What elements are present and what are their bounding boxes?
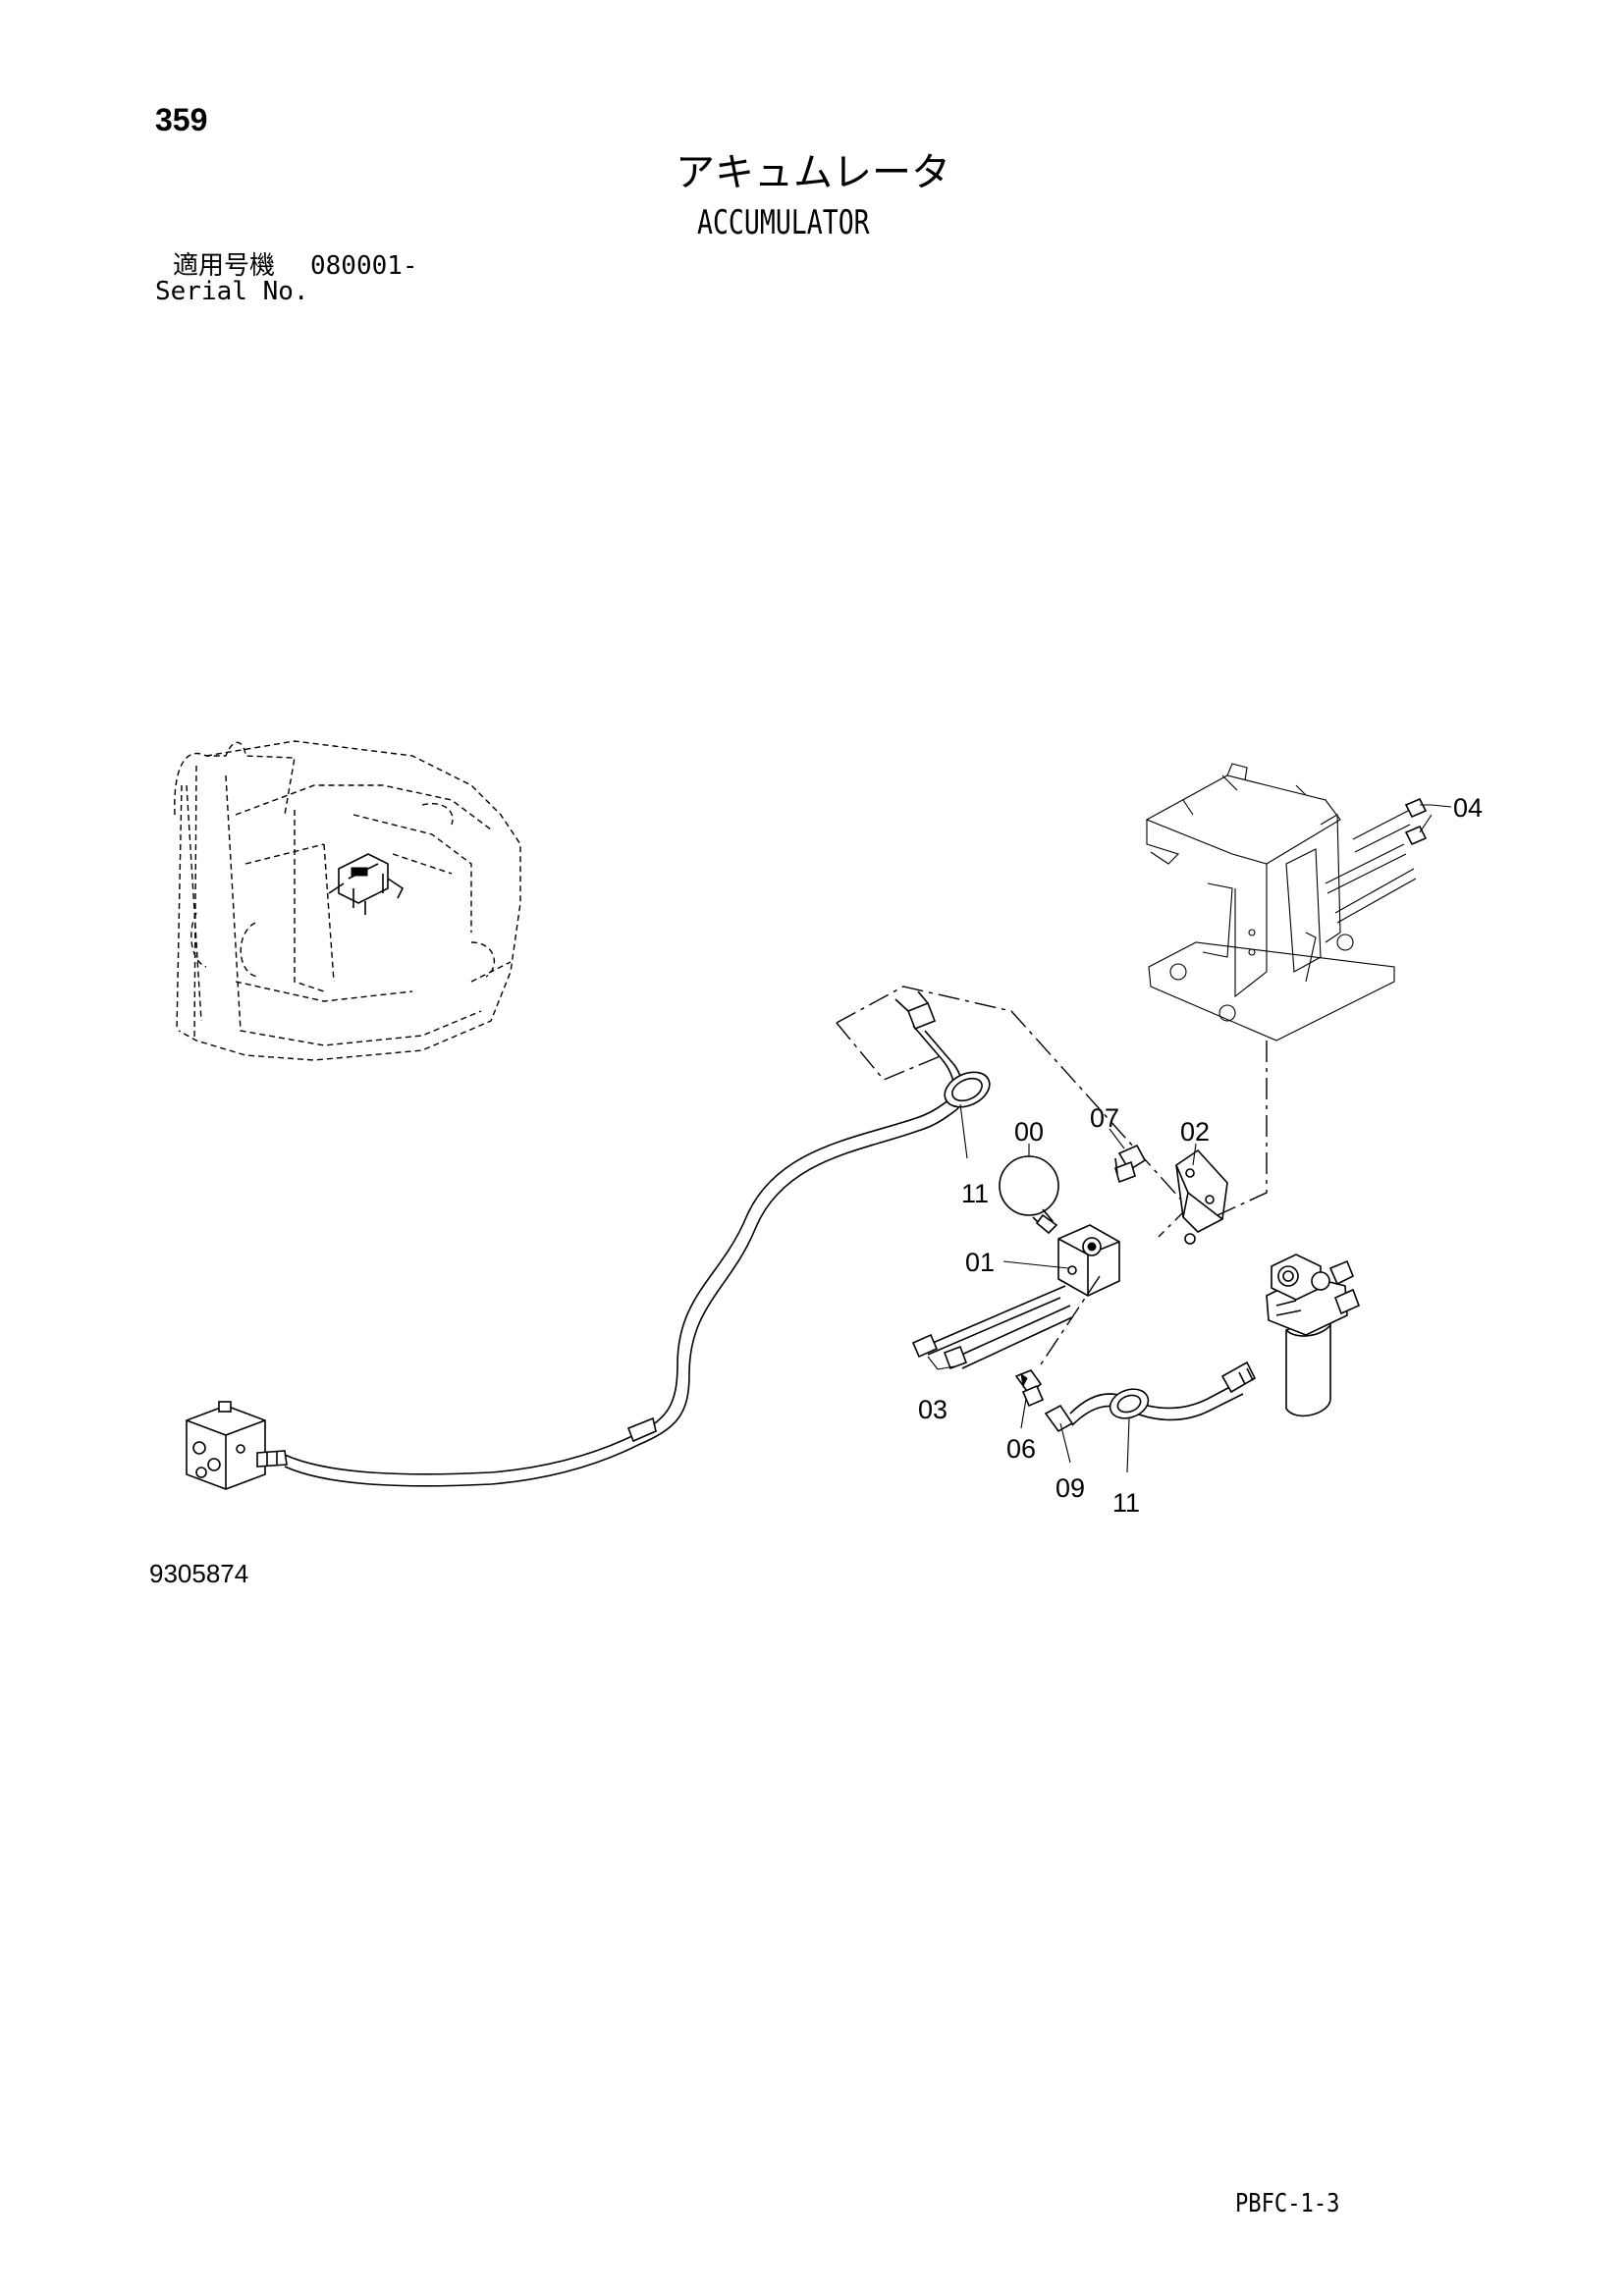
drawing-number: 9305874 [149,1559,249,1588]
serial-label-japanese: 適用号機 [173,251,276,281]
reference-phantom-line [836,986,1189,1238]
reference-chain-line [1217,1041,1268,1216]
mounting-bolts [911,1285,1073,1370]
serial-number-value: 080001- [310,251,418,281]
callout-04: 04 [1453,793,1483,823]
callout-07: 07 [1090,1103,1119,1133]
pilot-valve-block [186,1401,288,1490]
mounting-bracket-assembly [1145,763,1428,1041]
callout-03: 03 [918,1395,947,1424]
callout-06: 06 [1006,1434,1036,1464]
page-code: PBFC-1-3 [1235,2189,1340,2218]
callout-leader-lines [927,804,1452,1473]
callout-02: 02 [1180,1117,1210,1147]
hose-clamp-lower [1109,1388,1150,1419]
callout-11-lower: 11 [1112,1488,1140,1518]
mounting-block [1057,1224,1120,1297]
page-title-english: ACCUMULATOR [697,203,870,242]
elbow-fitting [1114,1144,1147,1184]
serial-label-english: Serial No. [155,277,309,306]
callout-01: 01 [965,1248,995,1277]
callout-00: 00 [1014,1117,1044,1147]
callout-11-upper: 11 [961,1179,989,1208]
pressure-hose [1044,1361,1257,1433]
hose-clamp-upper [944,1071,991,1108]
page-title-japanese: アキュムレータ [676,150,950,195]
callout-09: 09 [1056,1473,1085,1503]
accumulator-sphere [999,1155,1059,1235]
pilot-hose [284,990,964,1487]
elbow-fitting-lower [1014,1369,1045,1408]
bracket-plate [1175,1148,1228,1245]
page-number: 359 [155,102,208,137]
excavator-overview-illustration [174,740,521,1061]
pilot-filter-assembly [1266,1254,1361,1417]
